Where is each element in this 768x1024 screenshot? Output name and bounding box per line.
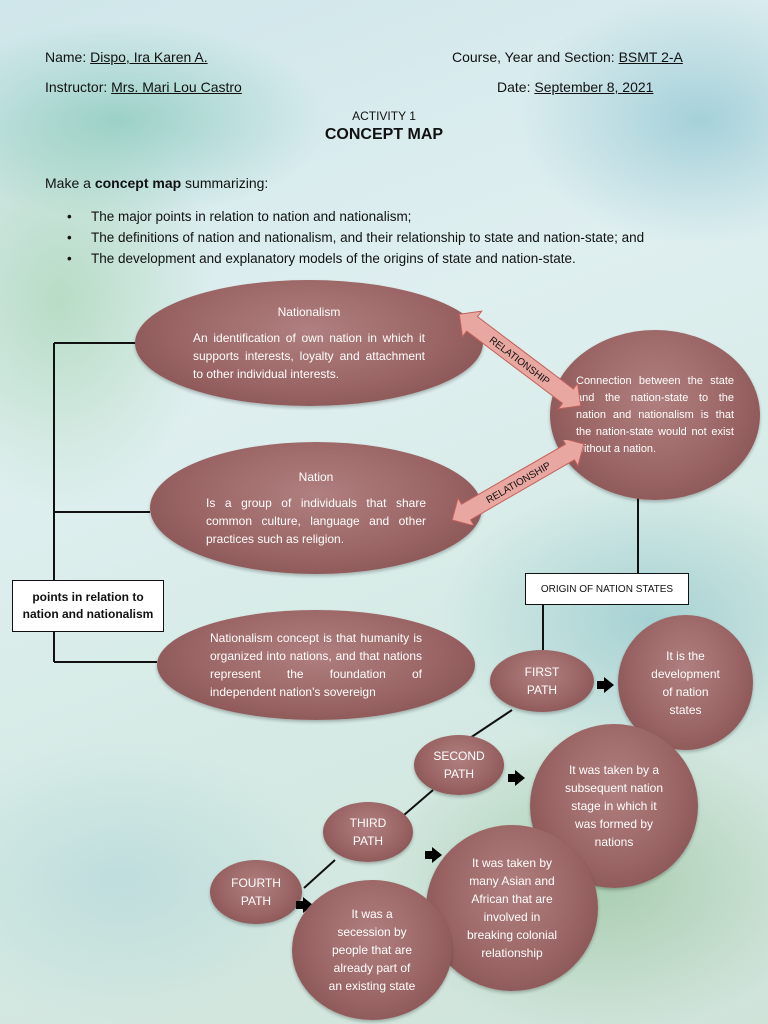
arrow-second-bar [508,774,516,782]
intro-suffix: summarizing: [181,175,269,191]
points-box: points in relation to nation and nationa… [12,580,164,632]
relationship-label-bottom: RELATIONSHIP [485,460,554,506]
relationship-arrow-bottom: RELATIONSHIP [451,440,585,525]
first-path-node: FIRST PATH [490,650,594,712]
bullet-item: The development and explanatory models o… [45,248,644,269]
arrow-second-icon [515,770,525,786]
fourth-desc-node: It was a secession by people that are al… [292,880,452,1020]
connection-node: Connection between the state and the nat… [550,330,760,500]
bullet-list: The major points in relation to nation a… [45,206,644,269]
date-value: September 8, 2021 [534,79,654,95]
nationalism-title: Nationalism [277,305,341,319]
course-line: Course, Year and Section: BSMT 2-A [452,49,683,65]
third-path-node: THIRD PATH [323,802,413,862]
second-desc-text: It was taken by a subsequent nation stag… [564,763,664,849]
name-label: Name: [45,49,87,65]
concept-node: Nationalism concept is that humanity is … [157,610,475,720]
first-path-label: FIRST PATH [524,665,560,697]
intro-text: Make a concept map summarizing: [45,175,268,191]
nation-text: Is a group of individuals that share com… [206,496,426,546]
nationalism-text: An identification of own nation in which… [193,331,425,381]
third-path-label: THIRD PATH [349,816,387,848]
name-line: Name: Dispo, Ira Karen A. [45,49,208,65]
instructor-line: Instructor: Mrs. Mari Lou Castro [45,79,242,95]
relationship-arrow-top: RELATIONSHIP [458,310,582,410]
second-path-label: SECOND PATH [433,749,485,781]
course-label: Course, Year and Section: [452,49,615,65]
third-desc-text: It was taken by many Asian and African t… [466,856,558,960]
points-box-text: points in relation to nation and nationa… [22,590,154,621]
page-title: CONCEPT MAP [324,126,444,143]
arrow-first-icon [604,677,614,693]
bullet-item: The major points in relation to nation a… [45,206,644,227]
arrow-fourth-bar [296,901,304,909]
second-path-node: SECOND PATH [414,735,504,795]
arrow-third-icon [432,847,442,863]
fourth-path-label: FOURTH PATH [231,876,281,908]
nation-node: Nation Is a group of individuals that sh… [150,442,482,574]
arrow-first-bar [597,681,605,689]
activity-label: ACTIVITY 1 [352,109,416,123]
nation-title: Nation [298,470,334,484]
fourth-path-node: FOURTH PATH [210,860,302,924]
bullet-item: The definitions of nation and nationalis… [45,227,644,248]
instructor-label: Instructor: [45,79,108,95]
name-value: Dispo, Ira Karen A. [90,49,208,65]
date-line: Date: September 8, 2021 [497,79,653,95]
relationship-label-top: RELATIONSHIP [487,335,552,388]
course-value: BSMT 2-A [618,49,683,65]
arrow-fourth-icon [303,897,313,913]
origin-box: ORIGIN OF NATION STATES [525,573,689,605]
third-desc-node: It was taken by many Asian and African t… [426,825,598,991]
fourth-desc-text: It was a secession by people that are al… [328,907,416,993]
date-label: Date: [497,79,531,95]
connection-text: Connection between the state and the nat… [576,374,734,455]
nationalism-node: Nationalism An identification of own nat… [135,280,483,406]
arrow-third-bar [425,851,433,859]
first-desc-text: It is the development of nation states [651,648,720,717]
intro-prefix: Make a [45,175,95,191]
intro-bold: concept map [94,175,182,191]
concept-text: Nationalism concept is that humanity is … [210,631,422,699]
instructor-value: Mrs. Mari Lou Castro [111,79,242,95]
